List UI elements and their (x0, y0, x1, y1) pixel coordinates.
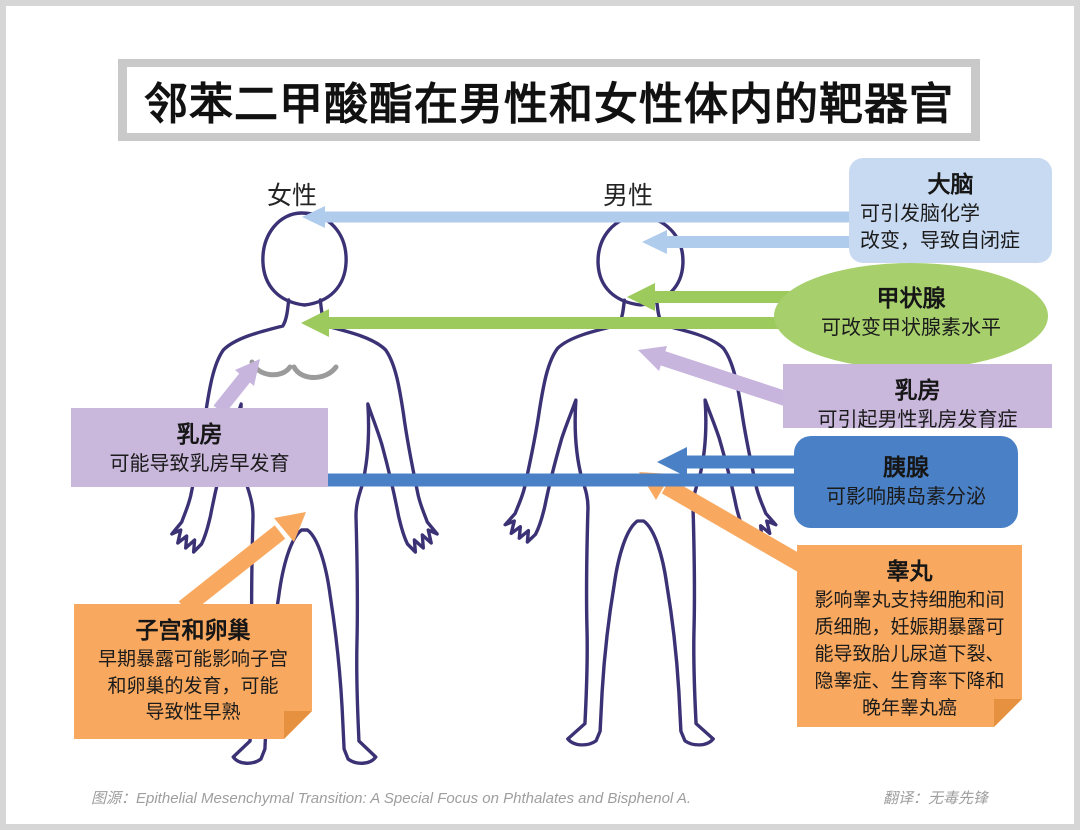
callout-pancreas-body: 可影响胰岛素分泌 (826, 486, 986, 508)
callout-male-breast-title: 乳房 (894, 377, 941, 403)
thyroid-arrow-to-male-neck (627, 283, 806, 311)
translation-credit: 翻译：无毒先锋 (883, 790, 989, 807)
callout-pancreas: 胰腺 可影响胰岛素分泌 (794, 436, 1018, 528)
annotation-arrows-layer (178, 206, 856, 615)
callout-female-breast-body: 可能导致乳房早发育 (109, 453, 290, 475)
breast-arrow-to-female-chest (213, 359, 260, 415)
callout-uterus-ovaries-title: 子宫和卵巢 (135, 617, 251, 643)
callout-male-breast-body: 可引起男性乳房发育症 (817, 409, 1018, 431)
thyroid-arrow-to-female-neck (301, 309, 806, 337)
female-body-outline (170, 298, 439, 765)
uterus-arrow-to-female-pelvis (178, 512, 306, 615)
title-frame: 邻苯二甲酸酯在男性和女性体内的靶器官 (118, 59, 980, 141)
callout-thyroid-body: 可改变甲状腺素水平 (821, 317, 1001, 339)
callout-brain: 大脑 可引发脑化学 改变，导致自闭症 (849, 158, 1052, 263)
female-figure-label: 女性 (267, 182, 318, 210)
callout-brain-title: 大脑 (927, 171, 974, 197)
image-source-credit: 图源：Epithelial Mesenchymal Transition: A … (91, 790, 692, 807)
callout-uterus-ovaries: 子宫和卵巢 早期暴露可能影响子宫 和卵巢的发育，可能 导致性早熟 (74, 604, 313, 740)
callout-testes-body: 影响睾丸支持细胞和间 质细胞，妊娠期暴露可 能导致胎儿尿道下裂、 隐睾症、生育率… (814, 590, 1005, 719)
brain-arrow-to-male-head (642, 230, 856, 254)
callout-thyroid: 甲状腺 可改变甲状腺素水平 (774, 263, 1048, 369)
callout-female-breast-title: 乳房 (176, 421, 223, 447)
callout-female-breast: 乳房 可能导致乳房早发育 (71, 408, 328, 487)
title-box: 邻苯二甲酸酯在男性和女性体内的靶器官 (127, 67, 971, 133)
callout-uterus-ovaries-body: 早期暴露可能影响子宫 和卵巢的发育，可能 导致性早熟 (97, 649, 288, 724)
callout-thyroid-title: 甲状腺 (876, 285, 946, 311)
pancreas-arrow-to-male-abdomen (657, 447, 806, 477)
callout-testes-title: 睾丸 (886, 558, 933, 584)
female-head-outline (261, 211, 348, 307)
brain-arrow-to-female-head (302, 206, 856, 228)
male-figure-label: 男性 (603, 182, 654, 210)
callout-pancreas-title: 胰腺 (883, 454, 929, 480)
female-figure-drawing (170, 211, 439, 765)
callout-testes: 睾丸 影响睾丸支持细胞和间 质细胞，妊娠期暴露可 能导致胎儿尿道下裂、 隐睾症、… (797, 545, 1023, 728)
callout-male-breast: 乳房 可引起男性乳房发育症 (783, 364, 1052, 431)
callout-brain-body: 可引发脑化学 改变，导致自闭症 (860, 203, 1020, 252)
page-title: 邻苯二甲酸酯在男性和女性体内的靶器官 (144, 80, 954, 129)
